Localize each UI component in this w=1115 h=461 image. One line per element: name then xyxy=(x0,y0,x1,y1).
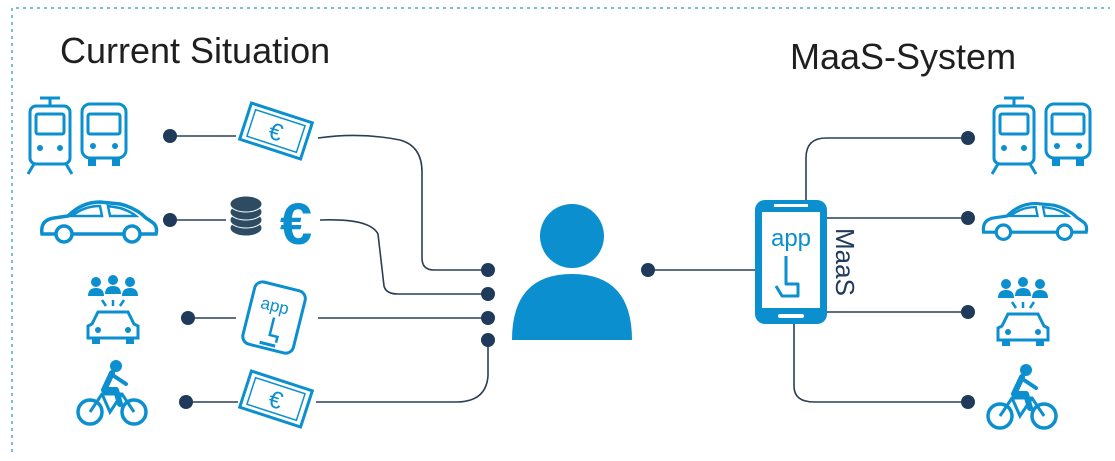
carsharing-icon xyxy=(996,275,1050,348)
person-icon xyxy=(512,204,632,340)
person-dot xyxy=(641,263,655,277)
title-current-situation: Current Situation xyxy=(60,30,331,71)
svg-text:€: € xyxy=(280,192,312,257)
phone-app-icon: app xyxy=(241,280,307,355)
tram-icon xyxy=(990,96,1038,176)
right-connections xyxy=(793,137,968,403)
banknote-euro-icon: € xyxy=(238,369,314,429)
carsharing-icon xyxy=(86,273,140,346)
title-maas-system: MaaS-System xyxy=(790,36,1017,77)
bike-icon xyxy=(78,360,146,424)
coins-euro-icon: € xyxy=(229,192,312,257)
tram-icon xyxy=(26,96,74,176)
car-icon xyxy=(40,200,159,244)
banknote-euro-icon: € xyxy=(238,101,314,161)
maas-label: MaaS xyxy=(830,228,860,296)
bike-icon xyxy=(988,364,1056,428)
dotted-frame xyxy=(11,7,1110,452)
right-dots xyxy=(961,131,975,409)
car-icon xyxy=(981,201,1089,241)
bus-icon xyxy=(80,102,128,168)
left-dots xyxy=(163,129,495,409)
maas-phone-icon: app xyxy=(755,200,827,324)
bus-icon xyxy=(1044,102,1092,168)
svg-text:app: app xyxy=(771,225,811,252)
left-connections xyxy=(170,134,489,403)
